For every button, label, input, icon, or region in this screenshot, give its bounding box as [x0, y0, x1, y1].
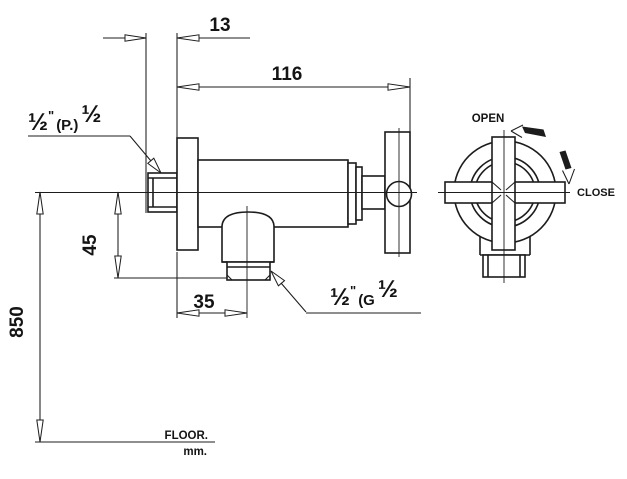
open-close-indicators: OPEN CLOSE [472, 113, 615, 199]
dim-35-value: 35 [193, 292, 215, 313]
dimension-116: 116 [176, 64, 411, 133]
close-direction-arrow [559, 150, 575, 185]
valve-body [197, 159, 349, 228]
bonnet-ring-2 [355, 166, 363, 221]
inlet-thread-label: ½"(P.)½ [28, 101, 162, 174]
outlet-elbow [221, 211, 275, 263]
side-view [35, 128, 417, 318]
bonnet-ring-1 [347, 162, 357, 225]
arrowhead [124, 34, 147, 42]
arrowhead [387, 83, 411, 91]
wall-flange [176, 137, 199, 251]
dim-850-value: 850 [7, 306, 28, 338]
dim-13-value: 13 [209, 15, 230, 36]
dim-116-value: 116 [272, 64, 303, 85]
handle-hub-marks [491, 181, 516, 204]
close-label: CLOSE [577, 187, 615, 199]
arrowhead [176, 83, 200, 91]
floor-label: FLOOR. [165, 430, 208, 442]
arrowhead [270, 270, 286, 287]
arrowhead [176, 309, 200, 317]
arrowhead [224, 309, 248, 317]
open-direction-arrow [510, 124, 546, 138]
outlet-thread [226, 261, 271, 281]
front-view [438, 130, 570, 283]
mm-label: mm. [183, 446, 207, 458]
dimension-13: 13 [103, 15, 250, 213]
dimension-45: 45 [80, 191, 227, 279]
inlet-thread-text: ½"(P.)½ [28, 101, 101, 136]
open-label: OPEN [472, 113, 505, 125]
arrowhead [176, 34, 200, 42]
arrowhead [114, 255, 122, 279]
arrowhead [114, 191, 122, 215]
handle-arm-vertical [491, 136, 516, 251]
dimension-850: 850 [7, 191, 44, 443]
dim-45-value: 45 [80, 234, 101, 256]
arrowhead [36, 191, 44, 215]
arrowhead [146, 157, 162, 174]
dimension-35: 35 [176, 252, 248, 318]
floor-reference: FLOOR. mm. [35, 430, 215, 458]
arrowhead [36, 419, 44, 443]
